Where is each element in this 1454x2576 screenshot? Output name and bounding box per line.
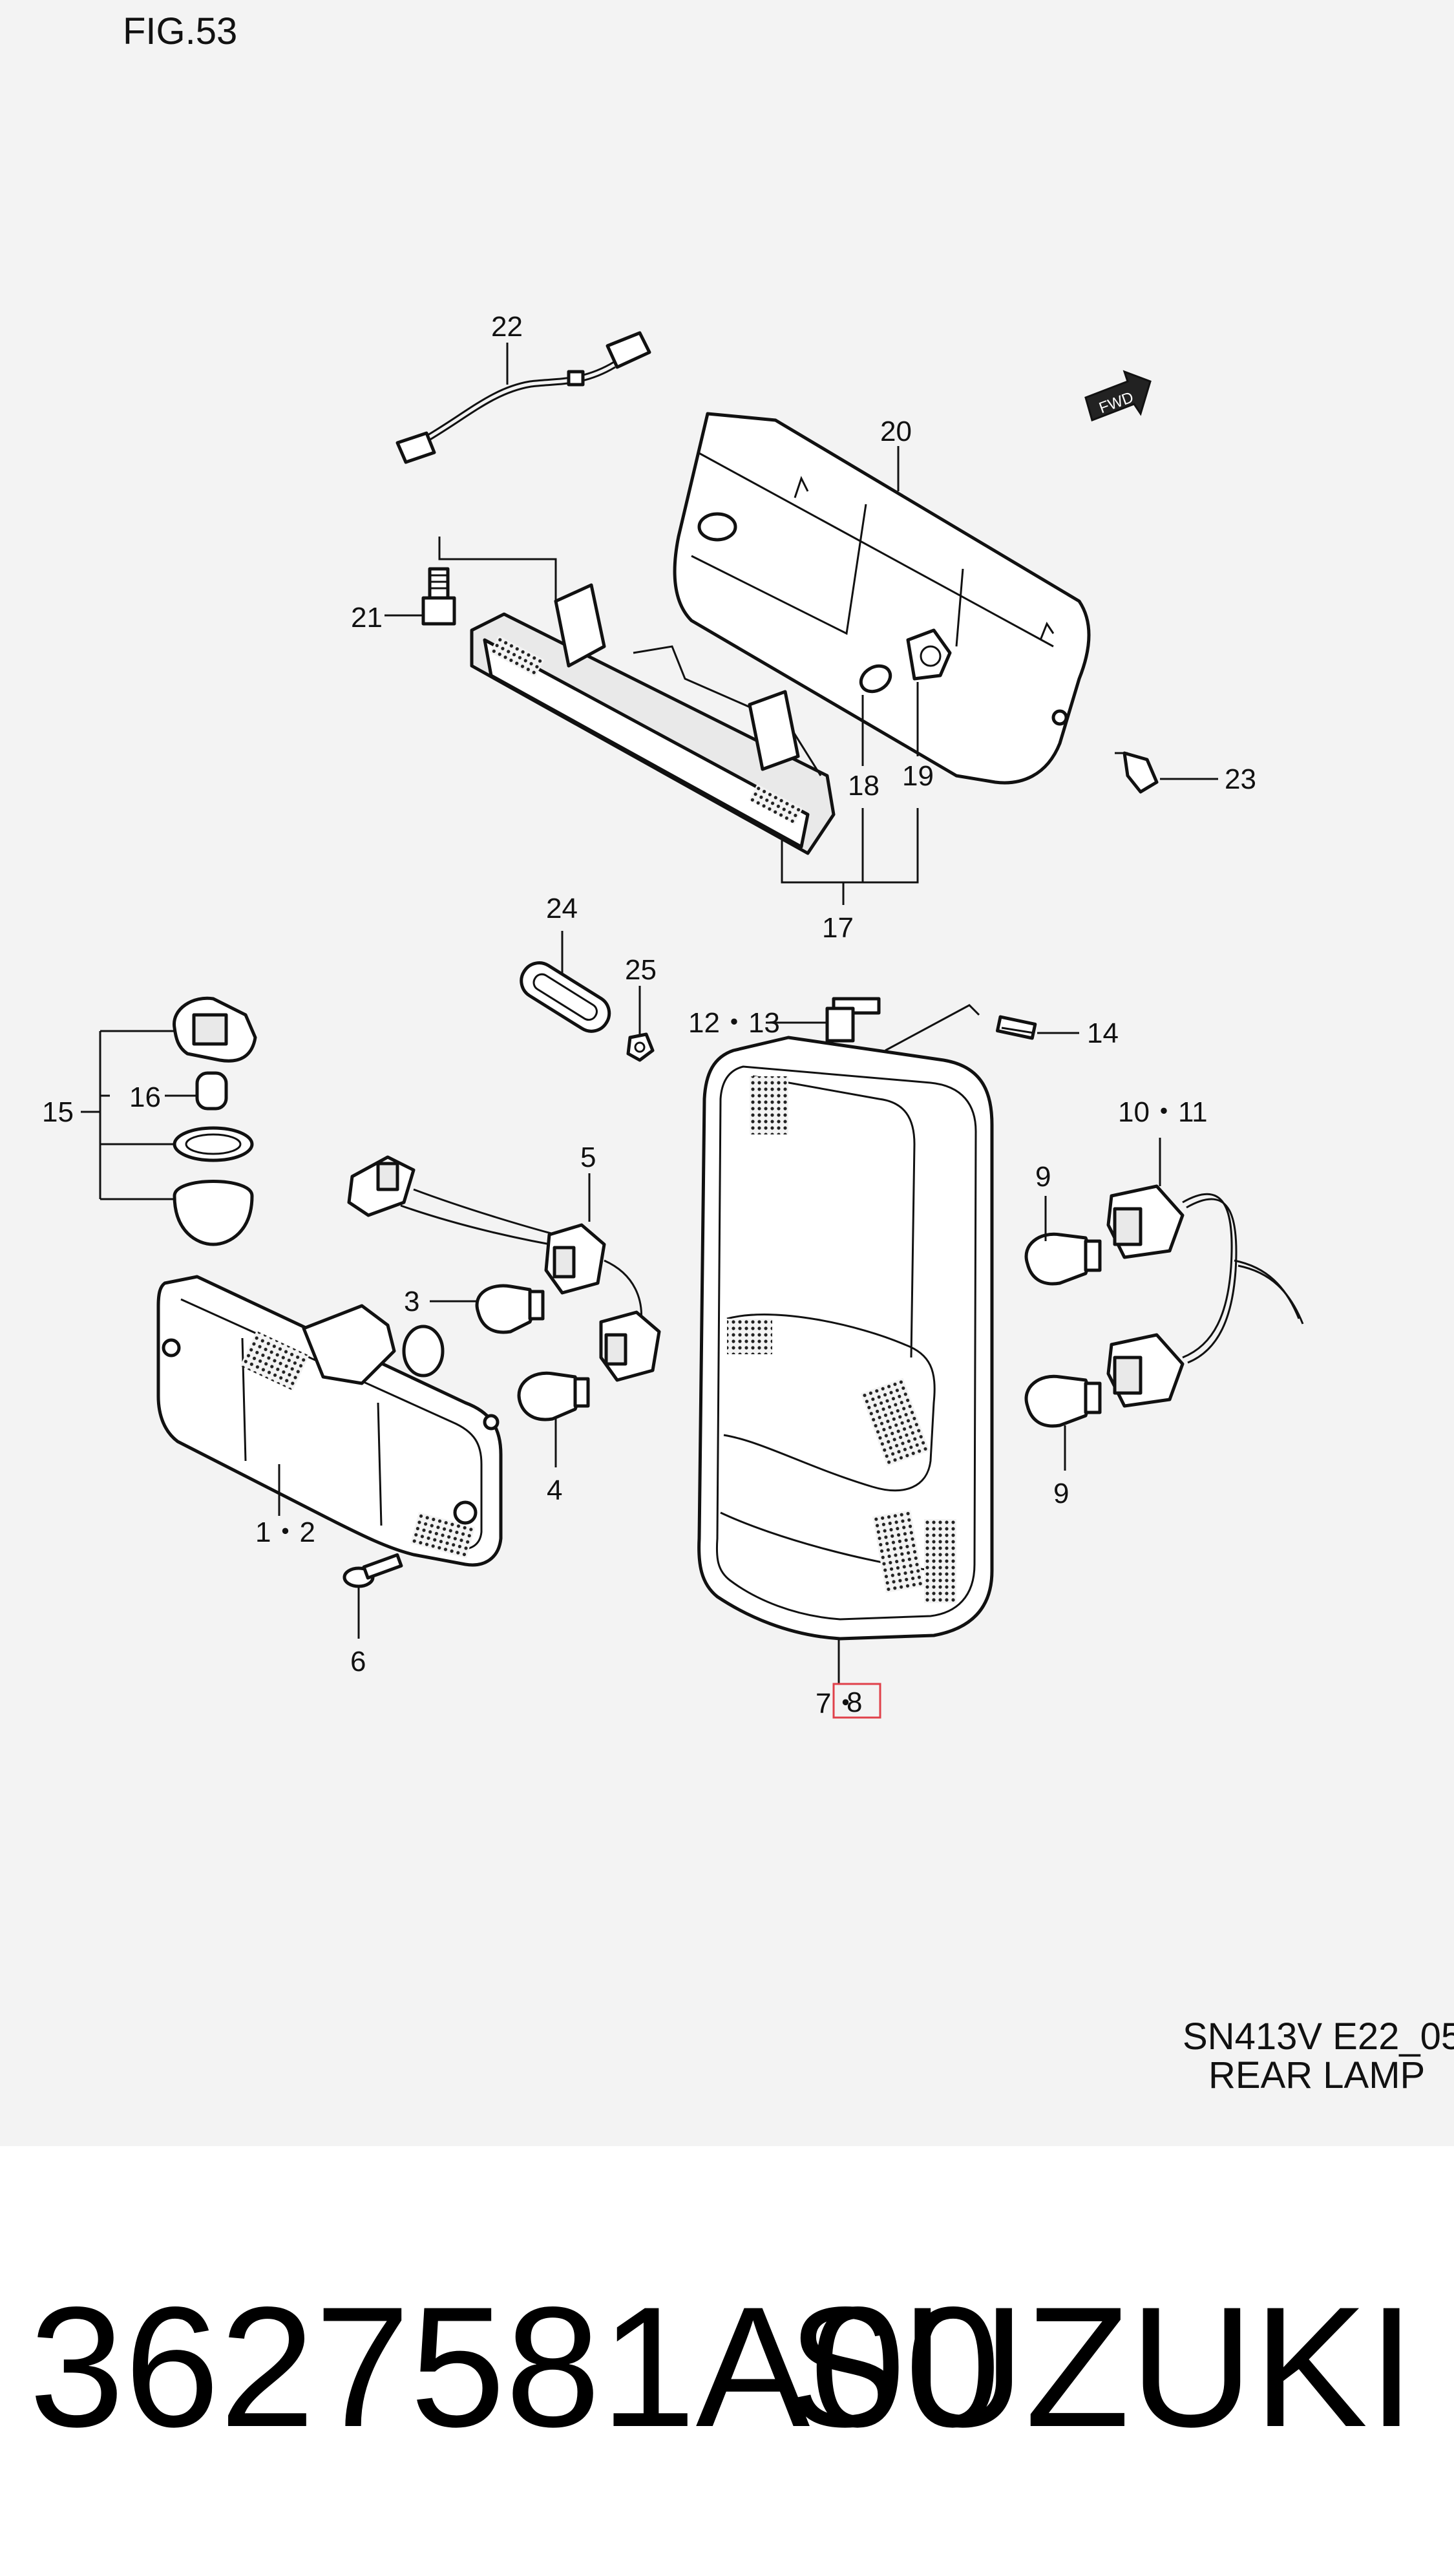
figure-title: FIG.53 (123, 10, 237, 52)
callout-23: 23 (1225, 763, 1256, 795)
part-5-wire-harness (347, 1155, 661, 1382)
callout-6: 6 (350, 1646, 366, 1677)
exploded-parts-diagram: FIG.53 FWD 22 20 (42, 10, 1454, 2096)
callout-5: 5 (580, 1142, 596, 1173)
part-1-2-side-lamp (156, 1275, 503, 1567)
part-9-bulb-upper (1024, 1232, 1102, 1286)
part-7-8-rear-combination-lamp (697, 1036, 994, 1641)
part-20-lamp-cover (673, 412, 1091, 785)
part-16-bulb (195, 1071, 228, 1111)
figure-code: SN413V E22_053 (1183, 2016, 1454, 2058)
part-25-nut (626, 1032, 655, 1062)
callout-20: 20 (880, 416, 912, 447)
callout-21: 21 (351, 602, 383, 633)
callout-15: 15 (42, 1096, 74, 1128)
part-10-11-socket-harness (1106, 1184, 1304, 1408)
callout-8-highlighted: 8 (847, 1687, 862, 1718)
part-15-socket (173, 996, 257, 1063)
callout-17: 17 (822, 912, 854, 944)
part-15-lens (173, 1180, 254, 1246)
part-17-lamp-assembly (470, 583, 836, 855)
callout-7: 7・ (816, 1688, 859, 1719)
part-19-socket (906, 628, 952, 681)
part-24-gasket (520, 961, 611, 1033)
callout-25: 25 (625, 954, 657, 986)
part-12-13-screw (825, 997, 881, 1043)
figure-subtitle: REAR LAMP (1208, 2054, 1425, 2096)
callout-9-lower: 9 (1053, 1478, 1069, 1509)
parts-diagram-panel: FIG.53 FWD 22 20 (0, 0, 1454, 2146)
callout-10-11: 10・11 (1118, 1096, 1208, 1128)
part-3-bulb (475, 1284, 545, 1334)
callout-16: 16 (129, 1081, 161, 1113)
part-23-clip (1115, 751, 1159, 794)
part-4-bulb (517, 1371, 590, 1421)
highlight-box (832, 1683, 881, 1719)
part-9-bulb-lower (1024, 1374, 1102, 1428)
callout-19: 19 (902, 760, 934, 792)
part-15-gasket (173, 1126, 254, 1162)
callout-12-13: 12・13 (688, 1007, 780, 1039)
callout-4: 4 (547, 1474, 562, 1506)
part-18-bulb (859, 664, 892, 694)
part-21-bolt (421, 567, 456, 626)
fwd-arrow-icon: FWD (1084, 370, 1152, 421)
callout-22: 22 (491, 311, 523, 343)
caption-area (0, 2146, 1454, 2576)
callout-9-upper: 9 (1035, 1161, 1051, 1193)
callout-18: 18 (848, 770, 880, 802)
brand-name: SUZUKI (787, 2272, 1415, 2463)
callout-1-2: 1・2 (255, 1517, 315, 1548)
callout-14: 14 (1087, 1017, 1119, 1049)
callout-3: 3 (404, 1286, 419, 1317)
part-22-harness (395, 331, 651, 464)
part-14-screw (995, 1015, 1037, 1040)
callout-24: 24 (546, 893, 578, 924)
part-number: 3627581A00 (29, 2272, 1001, 2463)
part-6-screw (342, 1553, 403, 1588)
